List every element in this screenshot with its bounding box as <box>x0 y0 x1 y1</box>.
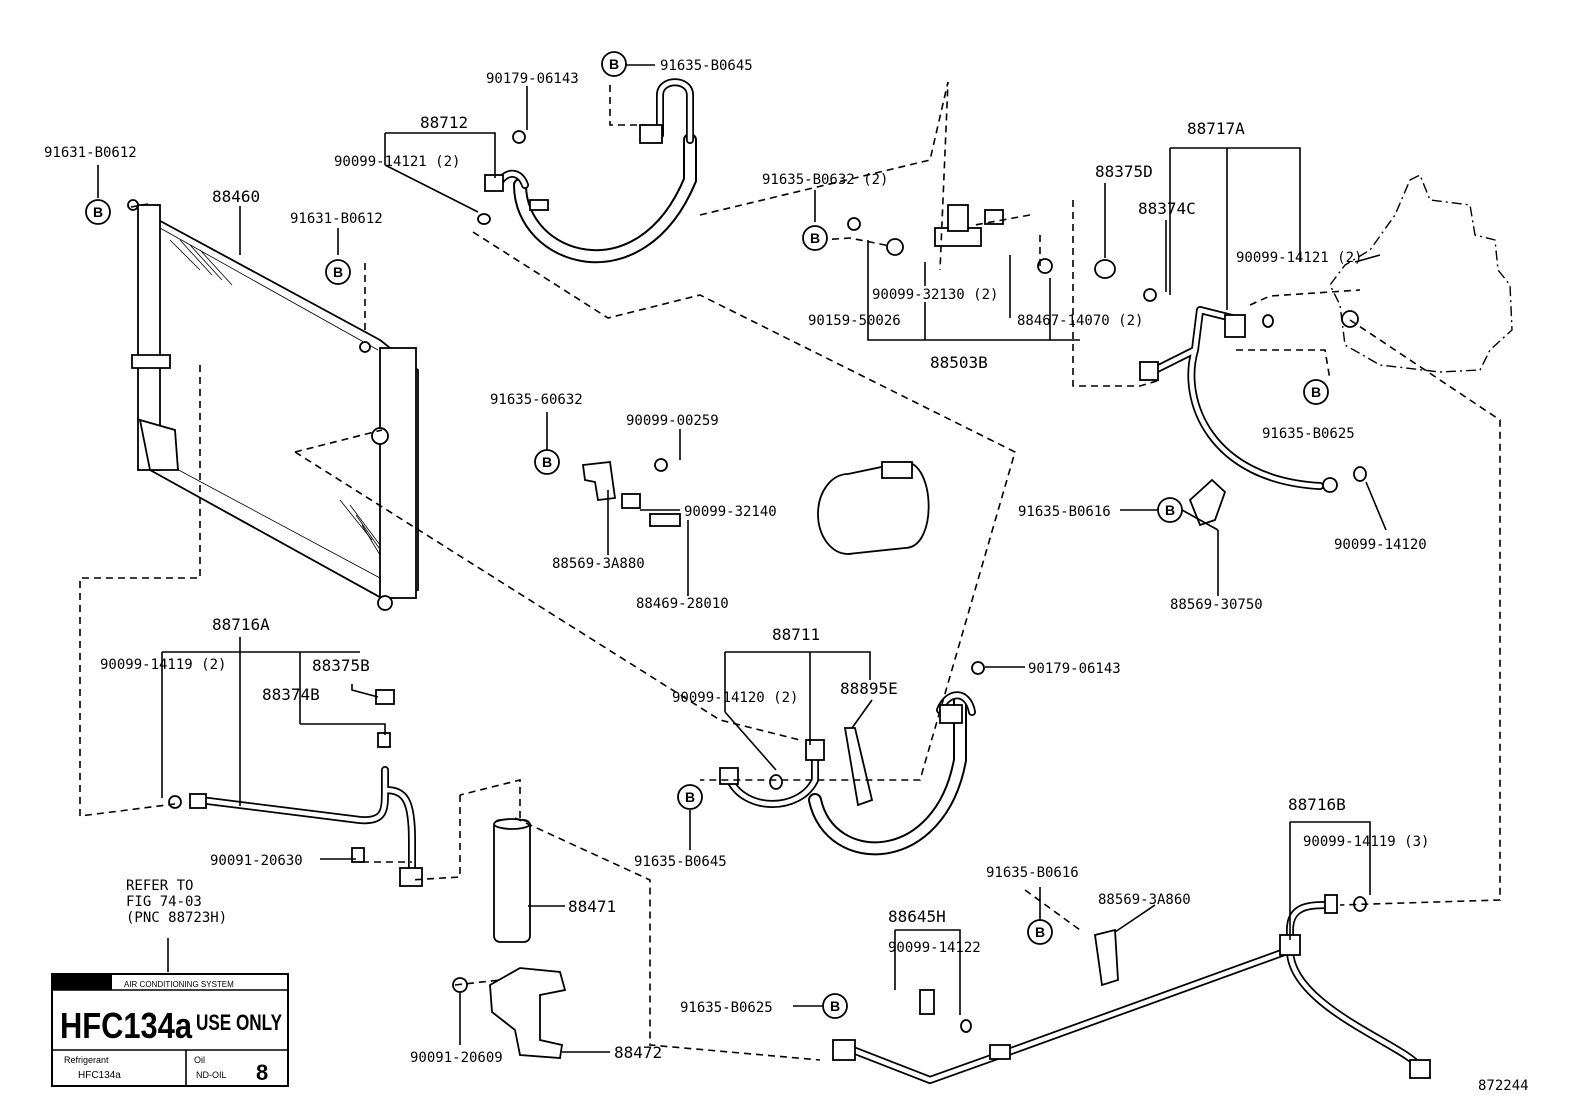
label-90091-20630: 90091-20630 <box>210 853 303 869</box>
b-callout-symbol: B <box>93 204 103 220</box>
figure-number: 872244 <box>1478 1078 1529 1094</box>
label-88375d: 88375D <box>1095 162 1153 181</box>
label-88645h: 88645H <box>888 907 946 926</box>
label-91635-b0616-right: 91635-B0616 <box>1018 504 1111 520</box>
b-callout-symbol: B <box>333 264 343 280</box>
b-callout-88569-3a860: B <box>1027 919 1053 945</box>
b-callout-top: B <box>601 51 627 77</box>
b-callout-symbol: B <box>685 789 695 805</box>
label-90099-14120-right: 90099-14120 <box>1334 537 1427 553</box>
label-90159-50026: 90159-50026 <box>808 313 901 329</box>
label-88503b: 88503B <box>930 353 988 372</box>
refrigerant-label-plate: AIR CONDITIONING SYSTEM HFC134a USE ONLY… <box>51 973 289 1087</box>
label-90179-06143-mid: 90179-06143 <box>1028 661 1121 677</box>
suction-hose-88711 <box>719 661 985 856</box>
label-88374c: 88374C <box>1138 199 1196 218</box>
label-88472: 88472 <box>614 1043 662 1062</box>
b-callout-symbol: B <box>810 230 820 246</box>
label-plate-use-only: USE ONLY <box>196 1010 282 1035</box>
b-callout-88503b: B <box>802 225 828 251</box>
label-plate-hfc: HFC134a <box>60 1005 193 1046</box>
label-plate-refrigerant-value: HFC134a <box>78 1070 121 1081</box>
b-callout-symbol: B <box>609 56 619 72</box>
label-90099-14121-2-right: 90099-14121 (2) <box>1236 250 1362 266</box>
receiver-88471 <box>493 818 531 943</box>
condenser-88460 <box>127 199 419 611</box>
b-callout-88569-30750: B <box>1157 497 1183 523</box>
b-callout-88569-3a880: B <box>534 449 560 475</box>
b-callout-88717a: B <box>1303 379 1329 405</box>
b-callout-symbol: B <box>1311 384 1321 400</box>
label-88471: 88471 <box>568 897 616 916</box>
label-91635-60632: 91635-60632 <box>490 392 583 408</box>
label-90099-00259: 90099-00259 <box>626 413 719 429</box>
label-91635-b0625-right: 91635-B0625 <box>1262 426 1355 442</box>
label-88712: 88712 <box>420 113 468 132</box>
receiver-drier-center <box>817 461 930 555</box>
label-88569-3a880: 88569-3A880 <box>552 556 645 572</box>
label-91635-b0616-bottom: 91635-B0616 <box>986 865 1079 881</box>
label-90091-20609: 90091-20609 <box>410 1050 503 1066</box>
reference-note: REFER TO FIG 74-03 (PNC 88723H) <box>126 878 227 926</box>
b-callout-symbol: B <box>1035 924 1045 940</box>
label-91635-b0645-mid: 91635-B0645 <box>634 854 727 870</box>
label-90099-14121-2-top: 90099-14121 (2) <box>334 154 460 170</box>
suction-pipe-88717a <box>1094 259 1367 493</box>
label-90099-14120-2: 90099-14120 (2) <box>672 690 798 706</box>
b-callout-symbol: B <box>542 454 552 470</box>
label-90099-32130-2: 90099-32130 (2) <box>872 287 998 303</box>
discharge-hose-88712 <box>477 78 697 264</box>
compressor-outline <box>1329 174 1513 373</box>
label-plate-refrigerant-caption: Refrigerant <box>64 1055 109 1065</box>
liquid-pipe-88716b <box>832 894 1431 1084</box>
reference-line-3: (PNC 88723H) <box>126 910 227 926</box>
b-callout-bottom: B <box>822 993 848 1019</box>
bracket-88472 <box>452 967 567 1059</box>
label-88569-30750: 88569-30750 <box>1170 597 1263 613</box>
label-88717a: 88717A <box>1187 119 1245 138</box>
b-callout-left: B <box>85 199 111 225</box>
label-plate-oil-caption: Oil <box>194 1055 205 1065</box>
label-91635-b0625-bottom: 91635-B0625 <box>680 1000 773 1016</box>
reference-line-2: FIG 74-03 <box>126 894 202 910</box>
leader-lines <box>97 64 1387 1053</box>
label-91631-b0612-mid: 91631-B0612 <box>290 211 383 227</box>
label-90099-14122: 90099-14122 <box>888 940 981 956</box>
label-90179-06143-top: 90179-06143 <box>486 71 579 87</box>
label-88716b: 88716B <box>1288 795 1346 814</box>
dashed-grouping-lines <box>79 81 1501 1061</box>
pressure-switch-assembly-88503b <box>847 204 1053 274</box>
reference-line-1: REFER TO <box>126 878 193 894</box>
b-callout-symbol: B <box>1165 502 1175 518</box>
b-callout-symbol: B <box>830 998 840 1014</box>
label-88460: 88460 <box>212 187 260 206</box>
label-91635-b0645-top: 91635-B0645 <box>660 58 753 74</box>
label-88711: 88711 <box>772 625 820 644</box>
part-labels: 91635-B0645 90179-06143 88712 90099-1412… <box>44 58 1429 1066</box>
label-88716a: 88716A <box>212 615 270 634</box>
label-90099-14119-2: 90099-14119 (2) <box>100 657 226 673</box>
bracket-88569-30750 <box>1188 478 1227 527</box>
bracket-88569-3a880-group <box>581 458 681 527</box>
b-callout-88711: B <box>677 784 703 810</box>
label-plate-header: AIR CONDITIONING SYSTEM <box>124 980 234 989</box>
label-88469-28010: 88469-28010 <box>636 596 729 612</box>
label-90099-32140: 90099-32140 <box>684 504 777 520</box>
label-88569-3a860: 88569-3A860 <box>1098 892 1191 908</box>
liquid-pipe-88716a <box>168 689 423 887</box>
label-88467-14070-2: 88467-14070 (2) <box>1017 313 1143 329</box>
label-91631-b0612-left: 91631-B0612 <box>44 145 137 161</box>
label-88895e: 88895E <box>840 679 898 698</box>
label-91635-b0632-2: 91635-B0632 (2) <box>762 172 888 188</box>
label-88375b: 88375B <box>312 656 370 675</box>
label-90099-14119-3: 90099-14119 (3) <box>1303 834 1429 850</box>
label-plate-oil-value: ND-OIL <box>196 1070 227 1080</box>
b-callout-condenser-mid: B <box>325 259 351 285</box>
label-88374b: 88374B <box>262 685 320 704</box>
label-plate-oil-number: 8 <box>256 1060 268 1085</box>
